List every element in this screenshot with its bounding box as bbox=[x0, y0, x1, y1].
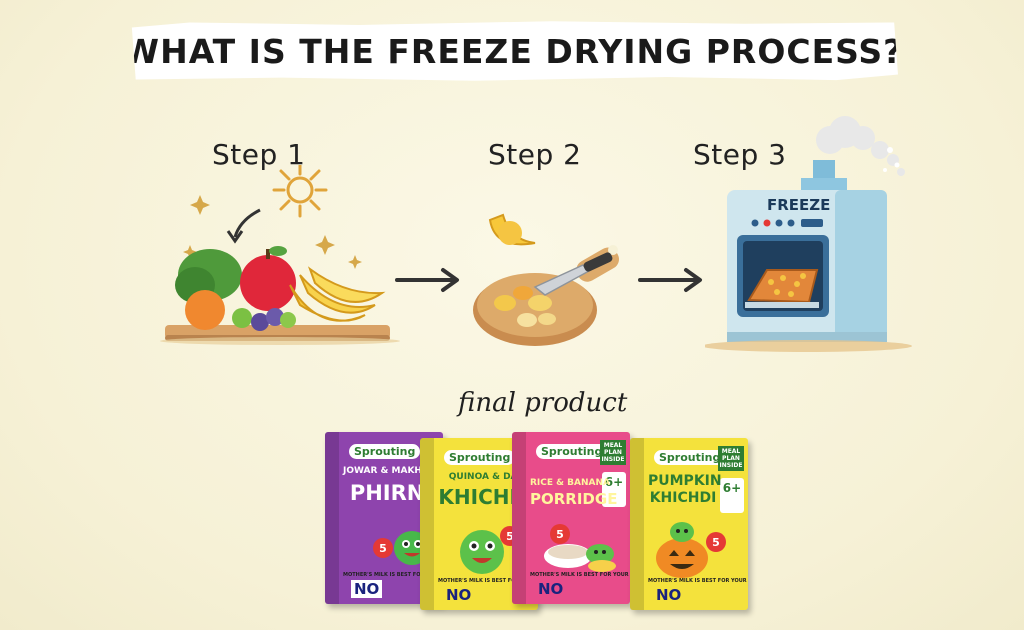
final-product-label: final product bbox=[458, 388, 628, 418]
product-name: KHICHDI bbox=[438, 485, 534, 509]
product-name-line1: PUMPKIN bbox=[648, 473, 722, 489]
product-tagline: MOTHER'S MILK IS BEST FOR YOUR BABY bbox=[343, 572, 443, 578]
product-tagline: MOTHER'S MILK IS BEST FOR YOUR BABY bbox=[530, 572, 630, 578]
product-subname: RICE & BANANA bbox=[530, 478, 610, 488]
brand-logo: Sprouting bbox=[536, 444, 608, 459]
brand-logo: Sprouting bbox=[654, 450, 726, 465]
product-name: PORRIDGE bbox=[530, 490, 618, 508]
page-title: WHAT IS THE FREEZE DRYING PROCESS? bbox=[122, 31, 904, 71]
product-box-pumpkin-khichdi: Sprouting MEAL PLAN INSIDE 6+ PUMPKIN KH… bbox=[630, 438, 748, 610]
arrow-right-icon-2 bbox=[638, 268, 702, 292]
board-shadow bbox=[160, 337, 400, 345]
no-label: NO bbox=[351, 580, 383, 598]
fruit-board-illustration bbox=[165, 165, 390, 341]
count-badge: 5 bbox=[706, 532, 726, 552]
product-subname: QUINOA & DAL bbox=[448, 472, 524, 482]
step-3-label: Step 3 bbox=[693, 138, 787, 171]
brand-logo: Sprouting bbox=[444, 450, 516, 465]
brand-logo: Sprouting bbox=[349, 444, 421, 459]
sparkle-icon bbox=[183, 195, 362, 269]
meal-plan-badge: MEAL PLAN INSIDE bbox=[600, 440, 626, 465]
product-tagline: MOTHER'S MILK IS BEST FOR YOUR BABY bbox=[648, 578, 748, 584]
age-badge: 6+ bbox=[602, 472, 626, 507]
arrow-right-icon bbox=[395, 268, 459, 292]
product-tagline: MOTHER'S MILK IS BEST FOR YOUR BABY bbox=[438, 578, 538, 584]
cutting-board-illustration bbox=[473, 213, 619, 346]
product-name: PHIRNI bbox=[349, 481, 433, 505]
no-label: NO bbox=[656, 586, 682, 604]
pumpkin-mascot-icon bbox=[656, 522, 708, 578]
product-name-line2: KHICHDI bbox=[649, 490, 717, 506]
freeze-dryer-illustration: FREEZE bbox=[705, 116, 912, 352]
product-subname: JOWAR & MAKHANA bbox=[343, 466, 443, 476]
machine-label: FREEZE bbox=[767, 196, 830, 214]
meal-plan-badge: MEAL PLAN INSIDE bbox=[718, 446, 744, 471]
product-box-porridge: Sprouting MEAL PLAN INSIDE 6+ RICE & BAN… bbox=[512, 432, 630, 604]
product-box-quinoa-khichdi: Sprouting QUINOA & DAL KHICHDI 5 MOTHER'… bbox=[420, 438, 538, 610]
sparkle-sun-icon bbox=[272, 165, 328, 218]
mascot-icon bbox=[460, 530, 504, 574]
age-badge: 6+ bbox=[720, 478, 744, 513]
title-banner: WHAT IS THE FREEZE DRYING PROCESS? bbox=[131, 21, 898, 81]
step-1-label: Step 1 bbox=[212, 138, 306, 171]
curved-arrow-icon bbox=[233, 208, 261, 238]
count-badge: 5 bbox=[550, 524, 570, 544]
step-2-label: Step 2 bbox=[488, 138, 582, 171]
no-label: NO bbox=[538, 580, 564, 598]
count-badge: 5 bbox=[373, 538, 393, 558]
no-label: NO bbox=[446, 586, 472, 604]
porridge-bowl-icon bbox=[544, 544, 616, 572]
